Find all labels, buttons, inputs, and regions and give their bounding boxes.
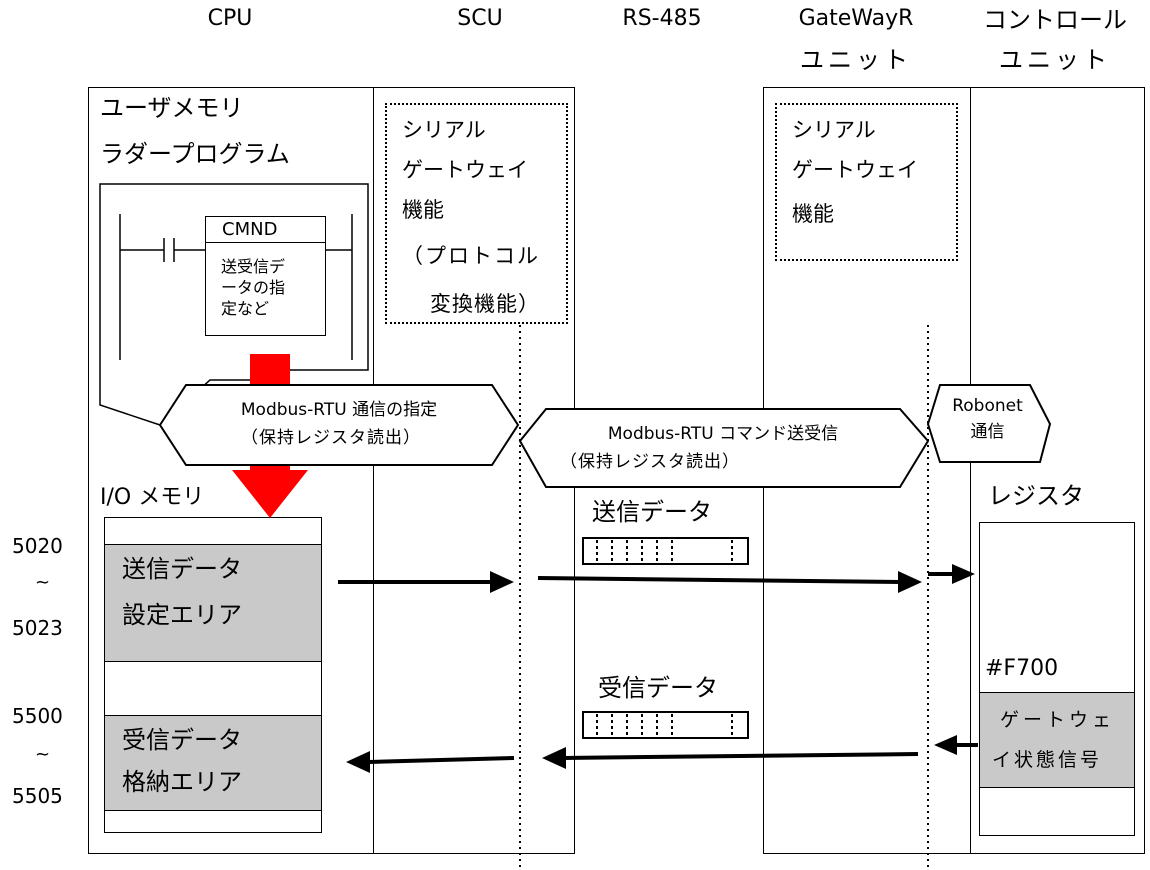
address-recv-start: 5500 [12,704,63,728]
address-recv-end: 5505 [12,784,63,808]
modbus-cmd-line1: Modbus-RTU コマンド送受信 [607,424,839,444]
recv-arrow-control-to-gateway [934,735,978,755]
scu-func-line5: 変換機能） [430,292,540,316]
header-cpu: CPU [207,6,253,31]
scu-func-line3: 機能 [402,198,444,222]
cmnd-instruction-box [205,216,326,336]
recv-data-packet-dividers [596,714,733,736]
cmnd-desc-3: 定など [221,299,270,318]
address-send-end: 5023 [12,616,63,640]
scu-func-line2: ゲートウェイ [402,158,528,182]
robonet-line2: 通信 [970,422,1005,442]
ladder-program-label: ラダープログラム [100,140,290,168]
gateway-function-box [775,103,958,261]
user-memory-label: ユーザメモリ [100,94,244,122]
recv-area-line2: 格納エリア [122,768,242,796]
recv-data-packet [582,711,749,739]
register-label: レジスタ [988,482,1084,510]
modbus-spec-line1: Modbus-RTU 通信の指定 [240,400,438,420]
red-arrow-down [232,470,308,518]
robonet-callout [926,384,1052,463]
send-area-line2: 設定エリア [122,601,242,629]
modbus-spec-callout [158,384,520,466]
gateway-status-area [979,692,1135,788]
header-control-line2: ユニット [999,46,1111,74]
scu-function-box [385,103,568,324]
header-gateway-line2: ユニット [800,46,912,74]
cmnd-label: CMND [222,219,278,240]
send-arrow-cpu-to-scu [338,571,514,593]
recv-arrow-scu-to-cpu [346,751,515,773]
address-send-tilde: ~ [35,572,51,593]
send-data-area [104,544,322,662]
recv-data-label: 受信データ [598,674,718,702]
register-address: #F700 [985,656,1059,681]
header-gateway-line1: GateWayR [798,6,914,31]
cmnd-desc-2: ータの指 [221,278,286,297]
cmnd-desc-1: 送受信デ [221,257,286,276]
address-send-start: 5020 [12,534,63,558]
robonet-line1: Robonet [952,396,1023,416]
modbus-cmd-line2: （保持レジスタ読出） [560,452,740,472]
header-control-line1: コントロール [983,6,1127,34]
scu-func-line1: シリアル [402,118,486,142]
send-area-line1: 送信データ [122,555,242,583]
gateway-func-line3: 機能 [792,202,834,226]
send-data-packet-dividers [596,540,733,562]
recv-arrow-gateway-to-scu [542,747,919,769]
status-line2: イ状態信号 [992,749,1103,771]
header-rs485: RS-485 [622,6,702,31]
send-data-packet [582,537,749,565]
gateway-func-line2: ゲートウェイ [792,158,918,182]
address-recv-tilde: ~ [35,744,51,765]
status-line1: ゲートウェ [1000,709,1116,731]
send-arrow-scu-to-gateway [537,571,922,593]
modbus-spec-line2: （保持レジスタ読出） [241,428,421,448]
recv-data-area [104,715,322,811]
gateway-func-line1: シリアル [792,118,876,142]
send-arrow-gateway-to-control [928,564,975,584]
red-arrow-shaft-upper [250,354,290,384]
modbus-command-callout [518,408,930,488]
recv-area-line1: 受信データ [122,726,242,754]
scu-func-line4: （プロトコル [402,244,540,268]
io-memory-label: I/O メモリ [100,485,205,510]
header-scu: SCU [457,6,503,31]
send-data-label: 送信データ [592,498,712,526]
